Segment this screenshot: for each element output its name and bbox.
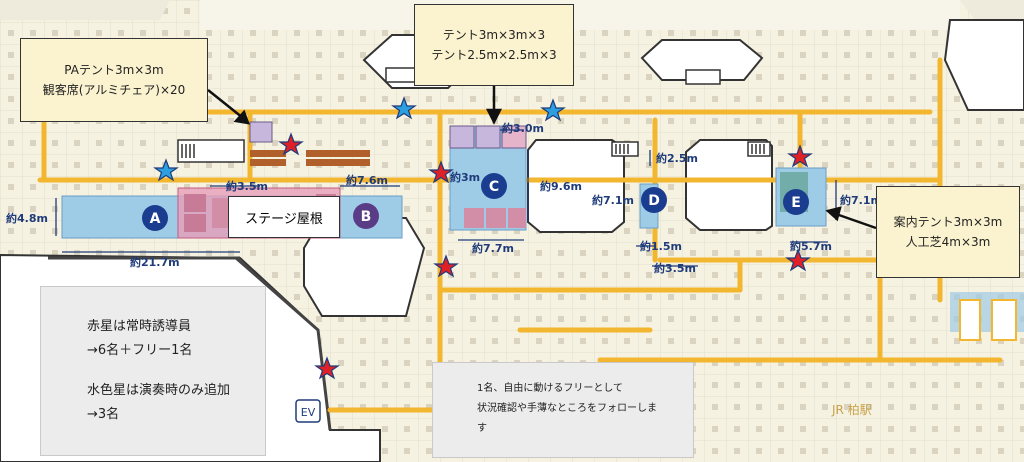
red-star — [785, 248, 811, 272]
dim-a-height: 約4.8m — [6, 211, 48, 225]
area-e-marker: E — [783, 189, 809, 215]
blue-star — [540, 98, 566, 122]
ev-marker: EV — [295, 399, 321, 423]
svg-text:EV: EV — [301, 406, 316, 419]
red-stars — [278, 132, 813, 380]
dim-c-block: 約9.6m — [540, 179, 582, 193]
dark-paths — [48, 256, 332, 431]
blue-stars — [153, 96, 566, 182]
dim-ab-top-small: 約3.5m — [226, 179, 268, 193]
area-a-marker: A — [142, 205, 168, 231]
legend-blue-line2: →3名 — [87, 407, 120, 422]
dimension-labels: 約4.8m 約21.7m 約3.5m 約7.6m 約3.0m 約3m 約7.7m… — [6, 121, 882, 275]
right-stairs-block — [950, 292, 1024, 341]
callout-arrows — [207, 84, 877, 230]
area-b-marker: B — [353, 203, 379, 229]
tents-callout: テント3m×3m×3 テント2.5m×2.5m×3 — [414, 4, 574, 86]
station-label: JR 柏駅 — [831, 402, 872, 417]
red-star — [433, 254, 459, 278]
svg-text:E: E — [791, 195, 801, 211]
legend-red-line2: →6名＋フリー1名 — [87, 343, 193, 358]
dim-e-side: 約7.1m — [840, 193, 882, 207]
area-d-marker: D — [641, 187, 667, 213]
svg-text:B: B — [361, 209, 372, 225]
dim-d-bottom2: 約3.5m — [654, 261, 696, 275]
dim-e-bottom: 約5.7m — [790, 239, 832, 253]
svg-text:D: D — [648, 193, 660, 209]
pa-tent-callout: PAテント3m×3m 観客席(アルミチェア)×20 — [20, 38, 208, 122]
svg-text:C: C — [489, 179, 499, 195]
blue-star — [153, 158, 179, 182]
dim-c-bottom: 約7.7m — [472, 241, 514, 255]
red-star — [278, 132, 304, 156]
area-markers: A B C D E — [142, 173, 809, 231]
red-star — [314, 356, 340, 380]
area-c-marker: C — [481, 173, 507, 199]
dim-ab-top: 約7.6m — [346, 173, 388, 187]
red-star — [787, 144, 813, 168]
svg-text:A: A — [150, 211, 161, 227]
info-tent-callout: 案内テント3m×3m 人工芝4m×3m — [876, 186, 1020, 278]
dimension-lines — [55, 129, 837, 267]
dim-c-side: 約3m — [450, 170, 480, 184]
dim-a-width: 約21.7m — [130, 255, 180, 269]
blue-star — [391, 96, 417, 120]
red-star — [428, 160, 454, 184]
dim-c-top: 約3.0m — [502, 121, 544, 135]
staff-legend: 赤星は常時誘導員 →6名＋フリー1名 水色星は演奏時のみ追加 →3名 — [40, 286, 266, 456]
pa-tent-area — [249, 121, 370, 166]
free-staff-note: 1名、自由に動けるフリーとして 状況確認や手薄なところをフォローしま す — [432, 362, 694, 458]
legend-blue-line1: 水色星は演奏時のみ追加 — [87, 383, 231, 398]
stairs — [177, 67, 771, 163]
legend-red-line1: 赤星は常時誘導員 — [87, 319, 192, 334]
dim-d-bottom: 約1.5m — [640, 239, 682, 253]
stage-roof-label: ステージ屋根 — [228, 196, 340, 238]
dim-d-top: 約2.5m — [656, 151, 698, 165]
dim-d-side: 約7.1m — [592, 193, 634, 207]
